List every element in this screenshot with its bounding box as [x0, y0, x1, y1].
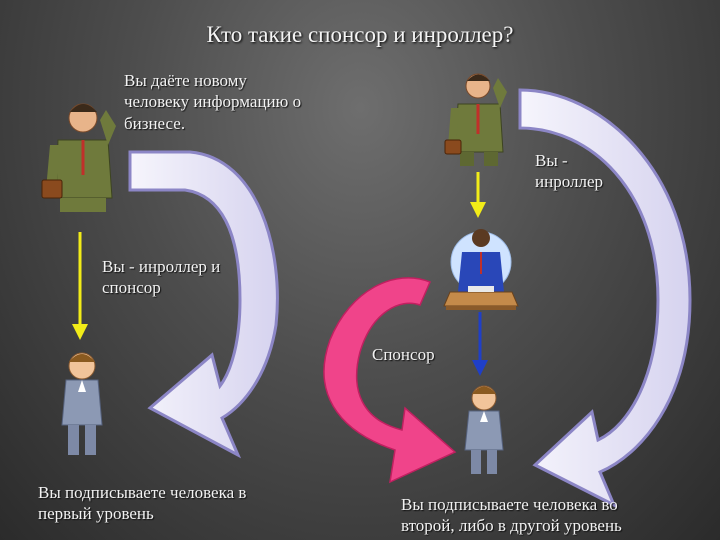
yellow-arrow-left: [72, 232, 88, 340]
second-level-line-1: Вы подписываете человека во: [401, 494, 622, 515]
blue-arrow: [472, 312, 488, 376]
curved-arrow-left: [130, 152, 277, 455]
second-level-line-2: второй, либо в другой уровень: [401, 515, 622, 536]
enroller-right-line-1: Вы -: [535, 150, 603, 171]
enroller-right-line-2: инроллер: [535, 171, 603, 192]
enroller-sponsor-line-2: спонсор: [102, 277, 220, 298]
yellow-arrow-right: [470, 172, 486, 218]
info-text: Вы даёте новому человеку информацию о би…: [124, 70, 301, 134]
first-level-text: Вы подписываете человека в первый уровен…: [38, 482, 246, 525]
info-line-1: Вы даёте новому: [124, 70, 301, 91]
second-level-text: Вы подписываете человека во второй, либо…: [401, 494, 622, 537]
enroller-sponsor-line-1: Вы - инроллер и: [102, 256, 220, 277]
recruit-left-icon: [62, 353, 102, 455]
enroller-sponsor-label: Вы - инроллер и спонсор: [102, 256, 220, 299]
page-title: Кто такие спонсор и инроллер?: [0, 22, 720, 48]
businessman-right-icon: [445, 74, 507, 166]
sponsor-label: Спонсор: [372, 344, 435, 365]
businessman-left-icon: [42, 104, 116, 212]
first-level-line-1: Вы подписываете человека в: [38, 482, 246, 503]
first-level-line-2: первый уровень: [38, 503, 246, 524]
curved-arrow-pink: [324, 278, 455, 482]
sponsor-at-desk-icon: [444, 229, 518, 310]
info-line-2: человеку информацию о: [124, 91, 301, 112]
enroller-label-right: Вы - инроллер: [535, 150, 603, 193]
recruit-right-icon: [465, 386, 503, 474]
info-line-3: бизнесе.: [124, 113, 301, 134]
